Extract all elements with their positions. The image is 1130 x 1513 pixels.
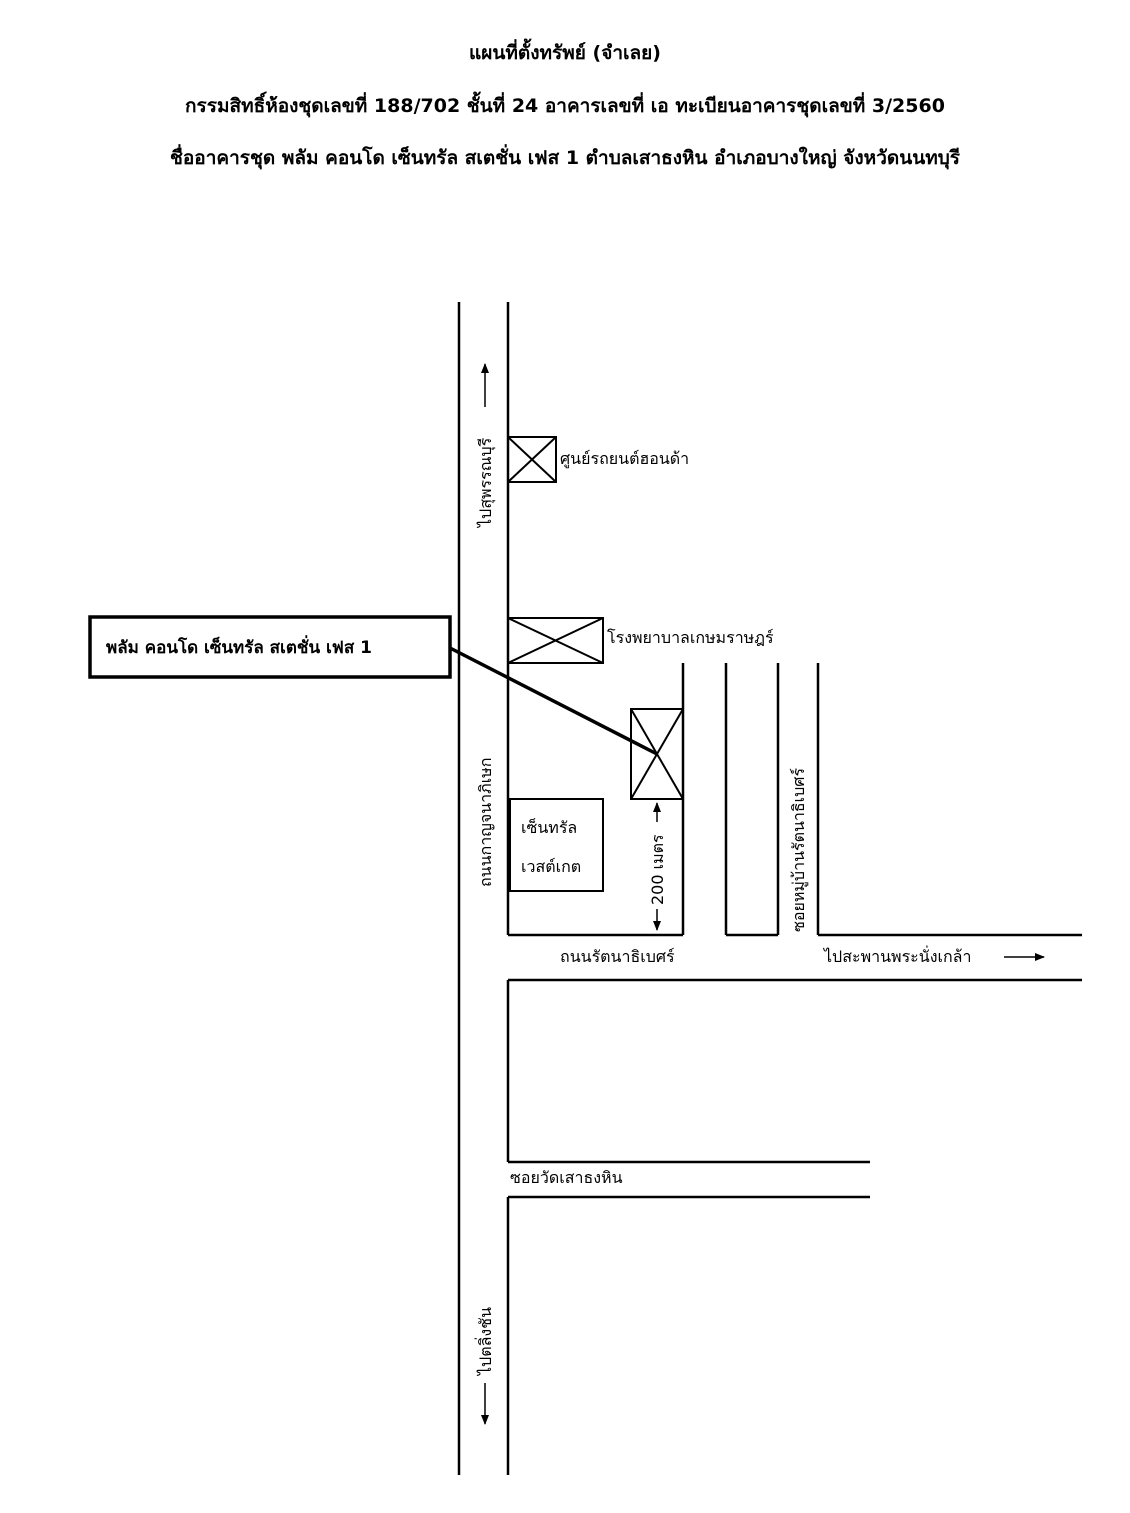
central-westgate-label-line1: เซ็นทรัล [521,817,577,837]
kanchanaphisek-road-label: ถนนกาญจนาภิเษก [476,758,495,887]
to-taling-chan-label: ไปตลิ่งชัน [474,1307,495,1377]
property-callout-label: พลัม คอนโด เซ็นทรัล สเตชั่น เฟส 1 [106,635,372,658]
central-westgate-box [509,798,604,892]
soi-moo-ban-label: ซอยหมู่บ้านรัตนาธิเบศร์ [789,768,809,932]
property-callout-leader [449,646,658,756]
soi-wat-label: ซอยวัดเสาธงหิน [510,1168,623,1187]
honda-center-label: ศูนย์รถยนต์ฮอนด้า [560,449,689,469]
to-suphanburi-label: ไปสุพรรณบุรี [476,437,496,529]
kasemrad-hospital-label: โรงพยาบาลเกษมราษฎร์ [607,628,774,647]
to-phra-nang-klao-bridge-label: ไปสะพานพระนั่งเกล้า [822,945,971,966]
property-callout-box [88,615,452,679]
rattanathibet-road-label: ถนนรัตนาธิเบศร์ [560,947,675,966]
property-ownership-line: กรรมสิทธิ์ห้องชุดเลขที่ 188/702 ชั้นที่ … [185,95,945,117]
honda-center-marker [507,436,557,483]
map-title: แผนที่ตั้งทรัพย์ (จำเลย) [469,42,661,64]
distance-label: 200 เมตร [648,834,667,905]
central-westgate-label-line2: เวสต์เกต [521,857,581,876]
building-location-line: ชื่ออาคารชุด พลัม คอนโด เซ็นทรัล สเตชั่น… [170,147,960,169]
kasemrad-hospital-marker [507,617,604,664]
